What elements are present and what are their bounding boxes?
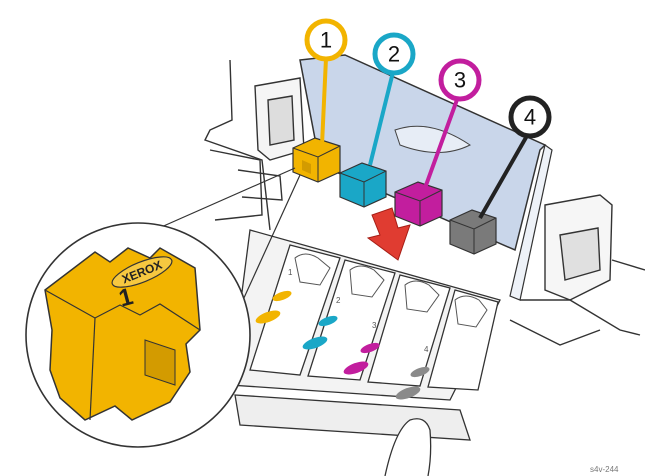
callout-number-1: 1 — [320, 28, 332, 53]
callout-2: 2 — [375, 35, 413, 73]
callout-1: 1 — [307, 21, 345, 59]
callout-3: 3 — [441, 61, 479, 99]
ink-stick-cyan — [340, 163, 386, 207]
printer-body-left — [205, 60, 304, 230]
ink-loader-tray — [230, 230, 500, 440]
callout-number-3: 3 — [454, 68, 466, 93]
slot-label-1: 1 — [288, 268, 293, 277]
ink-stick-magenta — [395, 182, 442, 226]
callout-4: 4 — [511, 98, 549, 136]
slot-label-2: 2 — [336, 296, 341, 305]
slot-label-3: 3 — [372, 321, 377, 330]
callout-number-4: 4 — [524, 105, 536, 130]
zoom-inset: XEROX 1 — [26, 223, 250, 447]
ink-stick-black — [450, 210, 496, 254]
slot-label-4: 4 — [424, 345, 429, 354]
figure-code: s4v-244 — [590, 465, 619, 474]
callout-number-2: 2 — [388, 42, 400, 67]
